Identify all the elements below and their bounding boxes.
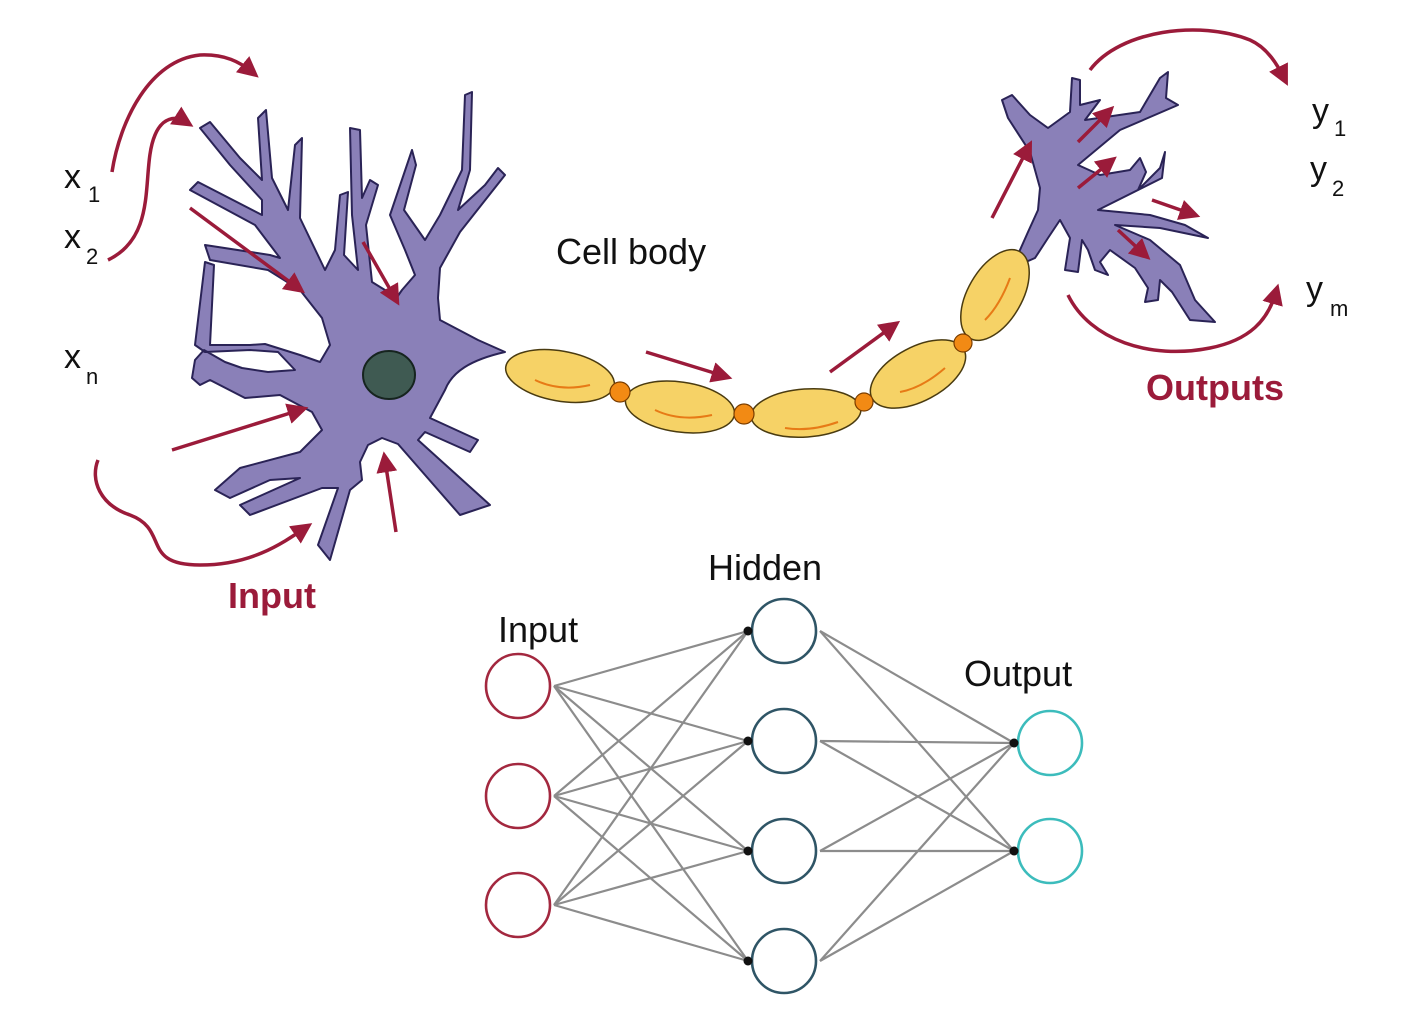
input-var-sub: n xyxy=(86,364,98,389)
node-input-dot xyxy=(743,626,753,636)
dendrite-arrow xyxy=(171,403,309,452)
terminal-arrow xyxy=(1076,105,1115,144)
input-node xyxy=(484,762,552,830)
connection-edge xyxy=(819,742,1015,852)
myelin-sheath xyxy=(624,380,736,434)
artificial-neural-network: Input Hidden Output xyxy=(484,547,1084,995)
connection-edge xyxy=(819,850,1015,962)
input-arrow xyxy=(110,53,259,173)
axon-arrow xyxy=(828,320,901,374)
node-input-dot xyxy=(743,846,753,856)
myelin-sheath xyxy=(750,388,862,438)
outputs-label: Outputs xyxy=(1146,367,1284,408)
hidden-node xyxy=(750,817,818,885)
axon-arrow xyxy=(645,350,733,383)
connection-edge xyxy=(553,849,749,907)
connection-edge xyxy=(553,903,749,963)
nucleus xyxy=(362,350,416,400)
terminal-arrow xyxy=(1116,228,1151,260)
output-var-sub: 1 xyxy=(1334,116,1346,141)
connection-edge xyxy=(819,742,1015,962)
output-var-base: y xyxy=(1310,150,1327,188)
hidden-node xyxy=(750,927,818,995)
input-var-sub: 1 xyxy=(88,182,100,207)
output-var-base: y xyxy=(1306,270,1323,308)
output-variable-y1: y 1 xyxy=(1312,92,1346,141)
output-node xyxy=(1016,817,1084,885)
node-of-ranvier xyxy=(609,381,631,403)
terminal-arrow xyxy=(1151,198,1201,220)
node-of-ranvier xyxy=(854,392,874,412)
signal-arrows xyxy=(93,28,1288,567)
dendrite-arrow xyxy=(361,241,400,306)
output-layer-label: Output xyxy=(964,653,1072,694)
input-var-base: x xyxy=(64,218,81,256)
output-var-sub: 2 xyxy=(1332,176,1344,201)
myelin-sheath xyxy=(504,348,616,404)
network-nodes xyxy=(484,597,1084,995)
input-arrow xyxy=(93,459,313,567)
neuron-soma-with-dendrites xyxy=(189,91,506,561)
hidden-node xyxy=(750,707,818,775)
output-variable-ym: y m xyxy=(1306,270,1348,321)
node-input-dot xyxy=(1009,846,1019,856)
input-var-sub: 2 xyxy=(86,244,98,269)
node-input-dot xyxy=(1009,738,1019,748)
input-node xyxy=(484,871,552,939)
node-of-ranvier xyxy=(953,333,973,353)
dendrite-arrow xyxy=(188,206,306,294)
input-layer-label: Input xyxy=(498,609,578,650)
input-variable-xn: x n xyxy=(64,338,98,389)
axon-terminal-branches xyxy=(1001,71,1216,323)
output-arrow xyxy=(1066,283,1283,354)
node-input-dot xyxy=(743,956,753,966)
myelinated-axon xyxy=(504,248,1030,438)
input-var-base: x xyxy=(64,338,81,376)
biological-neuron: Cell body Input Outputs x 1 x 2 x n y 1 … xyxy=(64,28,1348,616)
connection-edge xyxy=(819,739,1015,745)
terminal-arrow xyxy=(1076,156,1117,190)
input-arrow xyxy=(107,106,194,262)
output-node xyxy=(1016,709,1084,777)
output-variable-y2: y 2 xyxy=(1310,150,1344,201)
connection-edge xyxy=(553,630,749,797)
connection-edge xyxy=(553,740,749,906)
cell-body-label: Cell body xyxy=(556,231,706,272)
network-connections xyxy=(553,629,1015,963)
hidden-node xyxy=(750,597,818,665)
input-node xyxy=(484,652,552,720)
input-var-base: x xyxy=(64,158,81,196)
input-variable-x2: x 2 xyxy=(64,218,98,269)
output-arrow xyxy=(1088,28,1288,86)
input-variable-x1: x 1 xyxy=(64,158,100,207)
hidden-layer-label: Hidden xyxy=(708,547,822,588)
output-var-sub: m xyxy=(1330,296,1348,321)
connection-edge xyxy=(553,629,749,688)
input-label-bio: Input xyxy=(228,575,316,616)
connection-edge xyxy=(819,630,1015,744)
dendrite-arrow xyxy=(376,451,398,533)
axon-arrow xyxy=(990,140,1033,219)
node-input-dot xyxy=(743,736,753,746)
output-var-base: y xyxy=(1312,92,1329,130)
node-of-ranvier xyxy=(733,403,755,425)
connection-edge xyxy=(553,630,749,906)
